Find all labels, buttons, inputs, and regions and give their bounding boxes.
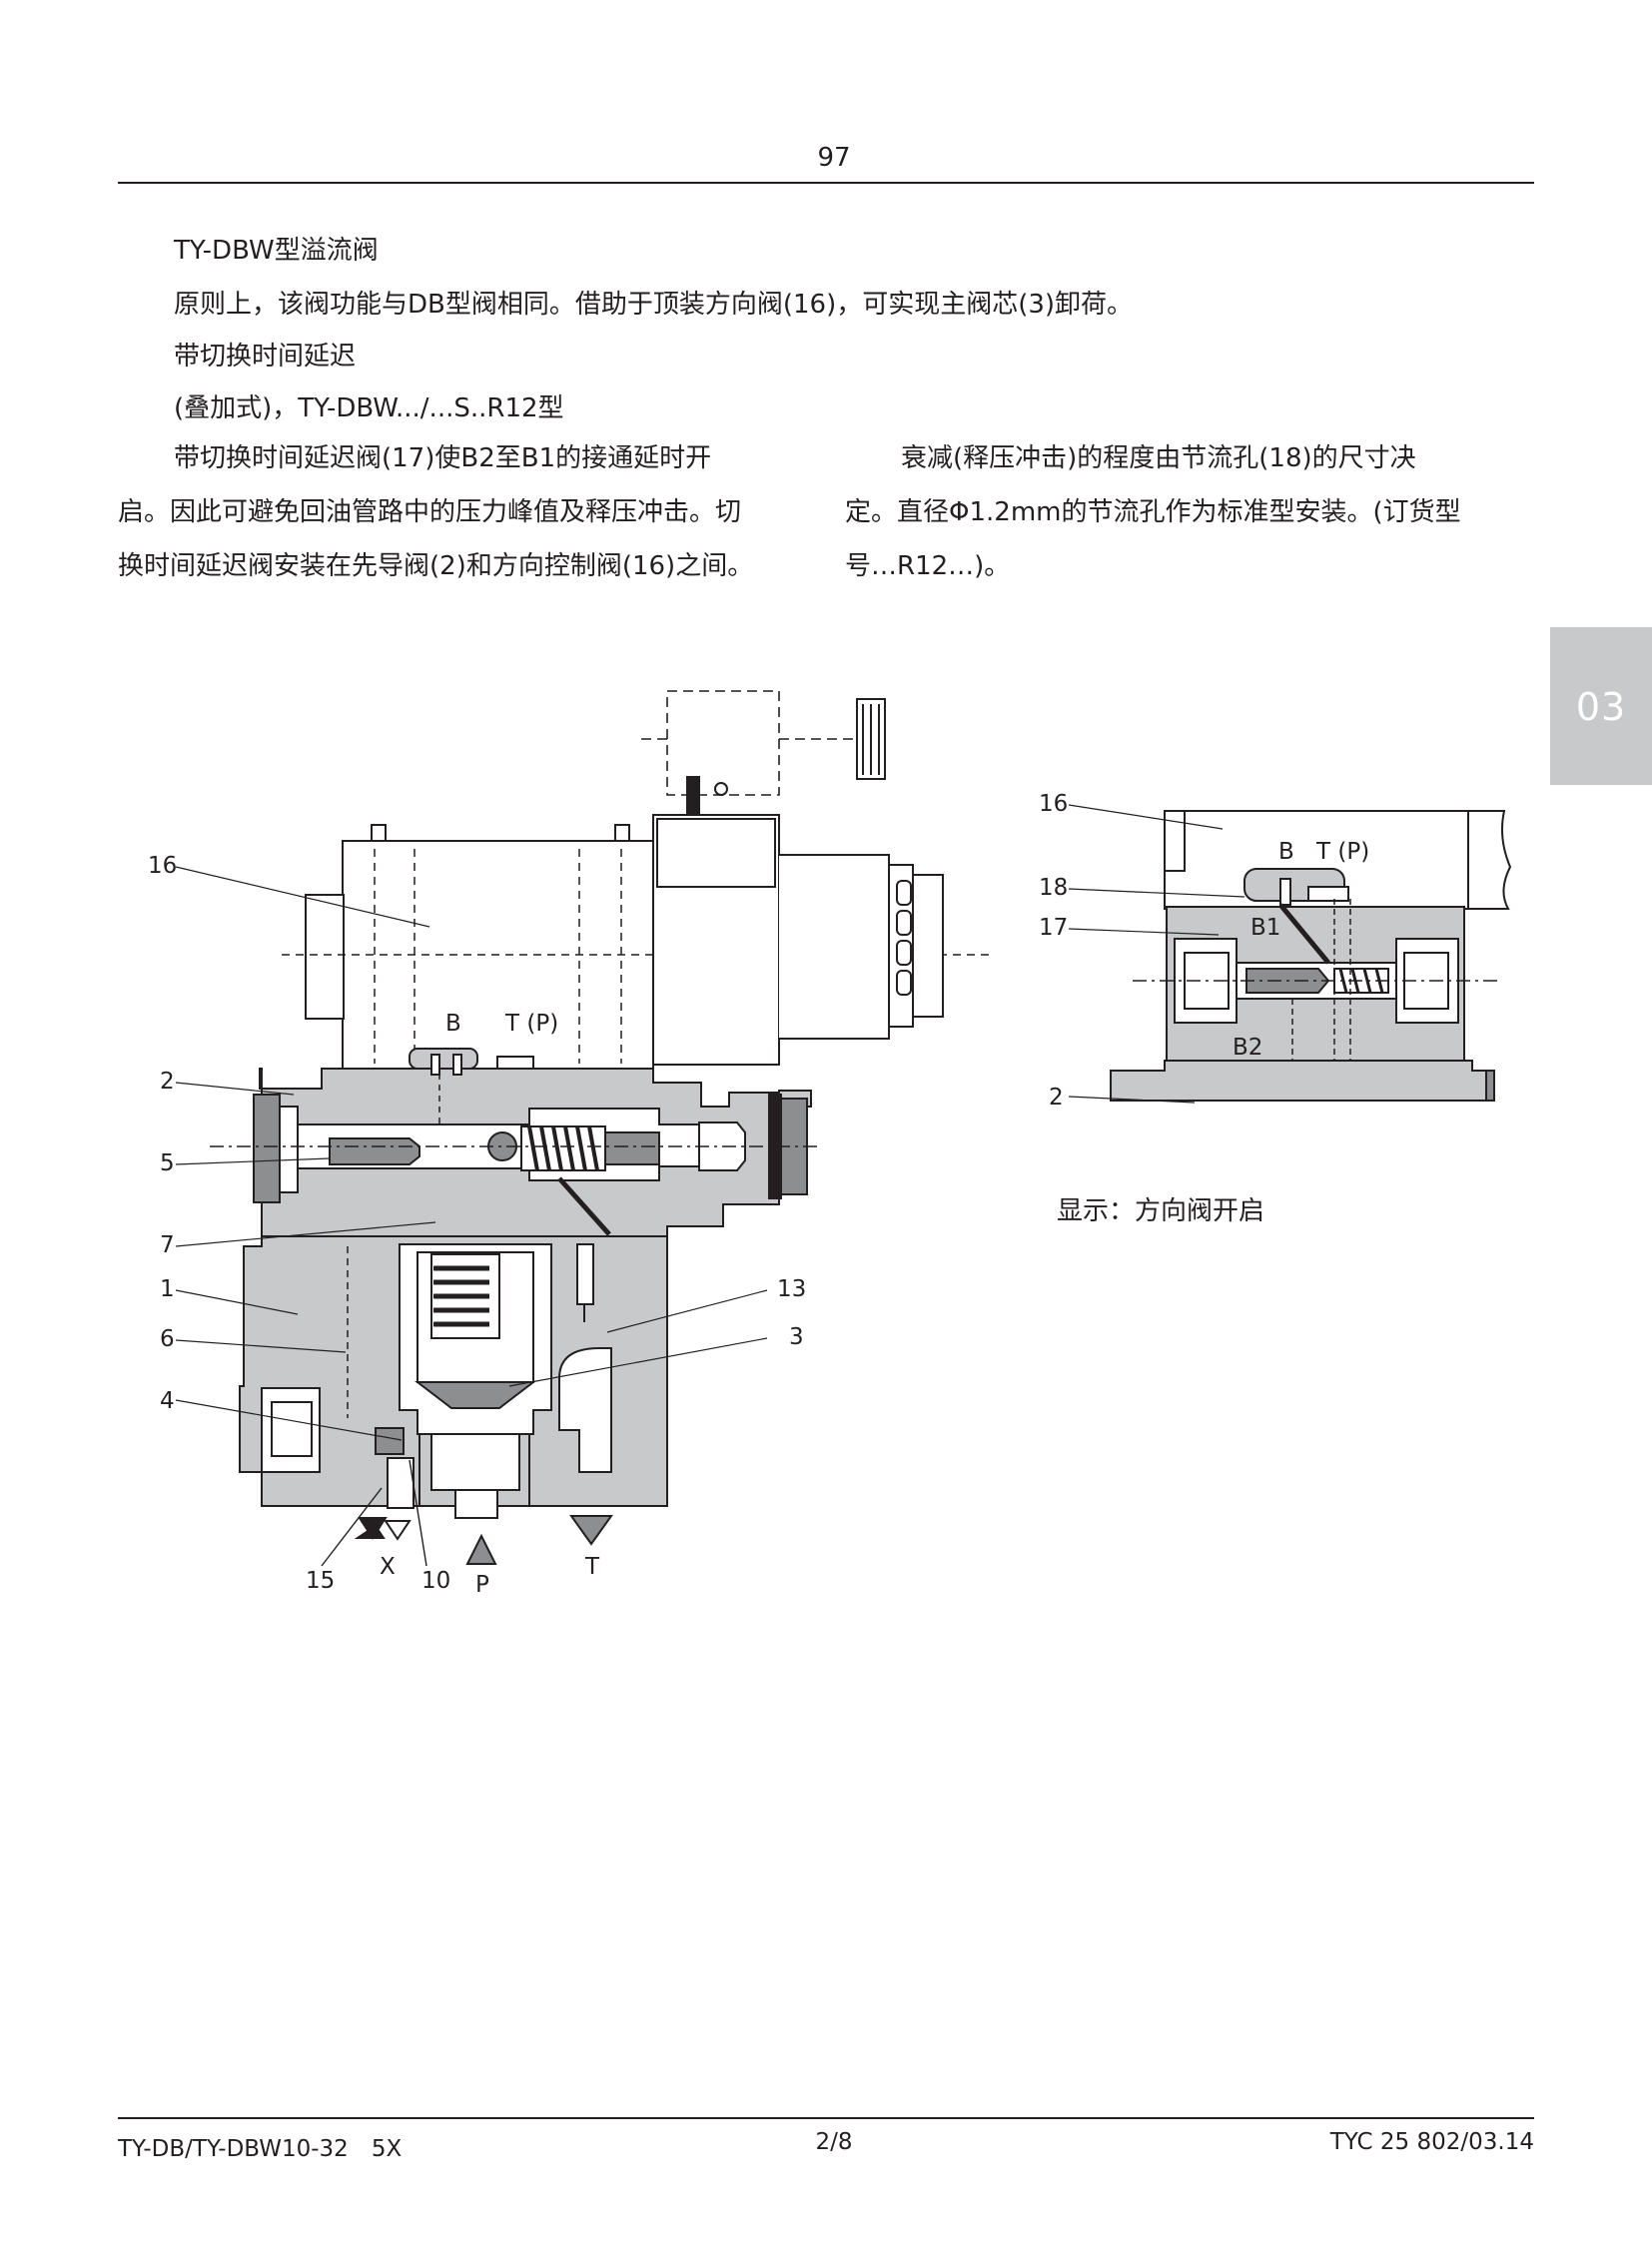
callout-6: 6 bbox=[160, 1326, 175, 1352]
footer-rule bbox=[118, 2117, 1534, 2119]
right-column-line: 定。直径Φ1.2mm的节流孔作为标准型安装。(订货型 bbox=[845, 497, 1461, 527]
detail-callout-2: 2 bbox=[1049, 1085, 1064, 1109]
detail-port-b2: B2 bbox=[1233, 1035, 1262, 1061]
callout-7: 7 bbox=[160, 1232, 175, 1258]
footer-center: 2/8 bbox=[815, 2129, 853, 2155]
port-label-b: B bbox=[445, 1011, 461, 1037]
left-column: 带切换时间延迟阀(17)使B2至B1的接通延时开 启。因此可避免回油管路中的压力… bbox=[118, 431, 753, 593]
time-delay-detail-drawing: 16 18 17 2 B T (P) B1 B2 bbox=[1039, 791, 1512, 1109]
page-number: 97 bbox=[817, 143, 851, 173]
port-label-t-bottom: T bbox=[584, 1554, 600, 1580]
intro-line-1: 原则上，该阀功能与DB型阀相同。借助于顶装方向阀(16)，可实现主阀芯(3)卸荷… bbox=[174, 290, 1134, 320]
right-column-line: 衰减(释压冲击)的程度由节流孔(18)的尺寸决 bbox=[901, 443, 1416, 473]
callout-13: 13 bbox=[777, 1276, 806, 1302]
port-label-x: X bbox=[380, 1554, 396, 1580]
right-column: 衰减(释压冲击)的程度由节流孔(18)的尺寸决 定。直径Φ1.2mm的节流孔作为… bbox=[845, 431, 1461, 593]
detail-port-b: B bbox=[1278, 839, 1294, 865]
port-label-t: T (P) bbox=[504, 1011, 558, 1037]
valve-section-drawing: 16 2 5 7 1 6 4 13 3 15 10 B T (P) X P T bbox=[148, 690, 991, 1598]
header-rule bbox=[118, 182, 1534, 184]
callout-5: 5 bbox=[160, 1150, 175, 1176]
detail-callout-17: 17 bbox=[1039, 915, 1068, 941]
section-title: TY-DBW型溢流阀 bbox=[174, 236, 379, 266]
left-column-line: 带切换时间延迟阀(17)使B2至B1的接通延时开 bbox=[174, 443, 712, 473]
callout-10: 10 bbox=[421, 1568, 450, 1594]
port-label-p: P bbox=[475, 1572, 489, 1598]
chapter-tab: 03 bbox=[1550, 627, 1652, 785]
right-column-line: 号…R12…)。 bbox=[845, 551, 1011, 581]
detail-caption: 显示：方向阀开启 bbox=[1057, 1196, 1265, 1226]
detail-port-b1: B1 bbox=[1250, 915, 1280, 941]
detail-port-t: T (P) bbox=[1315, 839, 1369, 865]
callout-4: 4 bbox=[160, 1388, 175, 1414]
left-column-line: 换时间延迟阀安装在先导阀(2)和方向控制阀(16)之间。 bbox=[118, 551, 754, 581]
detail-callout-16: 16 bbox=[1039, 791, 1068, 817]
chapter-tab-label: 03 bbox=[1575, 685, 1627, 729]
intro-line-3: (叠加式)，TY-DBW.../...S..R12型 bbox=[174, 393, 564, 423]
callout-3: 3 bbox=[789, 1324, 804, 1350]
callout-2: 2 bbox=[160, 1069, 175, 1095]
callout-15: 15 bbox=[306, 1568, 335, 1594]
left-column-line: 启。因此可避免回油管路中的压力峰值及释压冲击。切 bbox=[118, 497, 742, 527]
callout-1: 1 bbox=[160, 1276, 175, 1302]
detail-callout-18: 18 bbox=[1039, 875, 1068, 901]
intro-line-2: 带切换时间延迟 bbox=[174, 342, 357, 372]
footer-right: TYC 25 802/03.14 bbox=[1329, 2129, 1534, 2155]
footer-left: TY-DB/TY-DBW10-32 5X bbox=[118, 2136, 403, 2162]
callout-16: 16 bbox=[148, 853, 177, 879]
